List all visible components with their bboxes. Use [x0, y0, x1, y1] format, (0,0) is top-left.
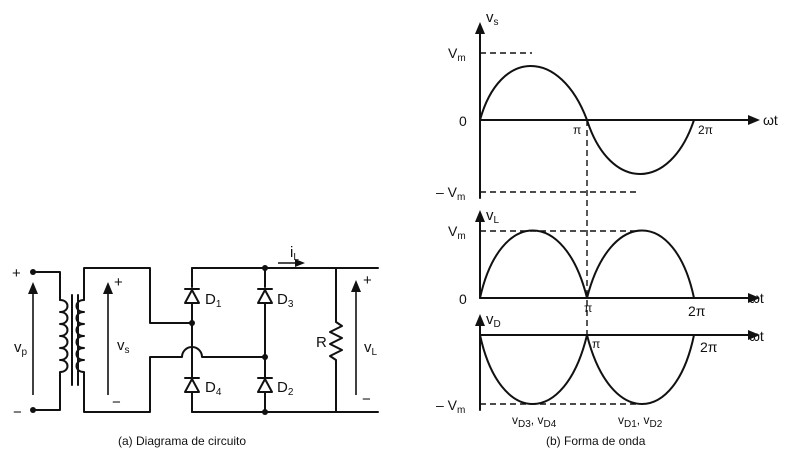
top-junction	[262, 265, 268, 271]
vs-zero-label: 0	[459, 113, 467, 129]
vs-x-arrowhead	[748, 115, 760, 125]
diode-d1: D1	[184, 288, 222, 310]
diode-d4: D4	[184, 377, 222, 398]
load-resistor: R	[316, 267, 343, 413]
vl-2pi-label: 2π	[688, 303, 706, 319]
primary-voltage-label: vp	[14, 339, 28, 358]
waveform-caption: (b) Forma de onda	[546, 434, 646, 448]
vl-ylabel: vL	[486, 207, 500, 226]
svg-text:D4: D4	[205, 379, 222, 398]
vs-pi-label: π	[573, 123, 581, 137]
load-current-label: iL	[290, 244, 299, 263]
vl-pi-label: π	[584, 301, 592, 315]
secondary-voltage-arrowhead	[103, 282, 113, 294]
secondary-minus-sign: −	[112, 394, 121, 411]
vs-x-label: ωt	[763, 112, 778, 128]
bridge-rails: iL	[189, 244, 379, 415]
vd-x-arrowhead	[748, 330, 760, 340]
vl-x-arrowhead	[748, 293, 760, 303]
vd-diode-wave	[479, 334, 695, 405]
primary-voltage-arrowhead	[28, 282, 38, 294]
load-voltage-label: vL	[364, 339, 378, 358]
primary-wire-top	[32, 271, 61, 301]
vd-ylabel: vD	[486, 311, 501, 330]
svg-text:D3: D3	[277, 291, 294, 310]
primary-coil	[59, 299, 69, 383]
svg-text:D1: D1	[205, 291, 222, 310]
secondary-wire-bottom	[83, 346, 266, 413]
vl-zero-label: 0	[459, 291, 467, 307]
panel-vl: vL Vm 0 π 2π ωt	[448, 207, 764, 319]
vs-neg-vm-label: – Vm	[436, 184, 465, 203]
load-voltage: + − vL	[351, 272, 378, 408]
vl-vm-label: Vm	[448, 223, 466, 242]
vd-2pi-label: 2π	[700, 339, 718, 355]
primary-terminals: + − vp	[12, 265, 61, 421]
vd-y-arrowhead	[475, 314, 485, 326]
vs-vm-label: Vm	[448, 45, 466, 64]
secondary-coil	[75, 299, 85, 383]
resistor-label: R	[316, 334, 327, 351]
primary-wire-bottom	[32, 381, 61, 411]
svg-text:D2: D2	[277, 379, 294, 398]
vs-ylabel: vs	[486, 9, 499, 28]
vd-x-label: ωt	[749, 328, 764, 344]
vl-y-arrowhead	[475, 210, 485, 222]
panel-vd: vD – Vm π 2π ωt vD3, vD4 vD1, vD2	[436, 311, 764, 430]
load-plus-sign: +	[363, 272, 372, 289]
load-current-arrowhead	[295, 259, 305, 267]
secondary-wire-top	[83, 267, 193, 324]
vd-pi-label: π	[592, 337, 600, 351]
vl-x-label: ωt	[749, 290, 764, 306]
diode-d2: D2	[257, 377, 294, 398]
vs-sine-wave	[479, 65, 695, 175]
vs-2pi-label: 2π	[698, 123, 713, 137]
secondary-wiring: + − vs	[83, 267, 266, 413]
vd-diode-label-2: vD1, vD2	[618, 413, 663, 430]
panel-vs: vs Vm 0 – Vm π 2π ωt	[436, 9, 778, 203]
circuit-diagram: + − vp + − vs	[12, 244, 379, 448]
load-minus-sign: −	[362, 391, 371, 408]
primary-plus-sign: +	[12, 265, 21, 282]
vd-diode-label-1: vD3, vD4	[512, 413, 557, 430]
primary-minus-sign: −	[13, 404, 22, 421]
secondary-voltage-label: vs	[117, 337, 130, 356]
secondary-plus-sign: +	[114, 274, 123, 291]
diode-d3: D3	[257, 288, 294, 310]
vl-rectified-wave	[479, 229, 695, 299]
load-voltage-arrowhead	[351, 280, 361, 292]
right-junction	[262, 354, 268, 360]
transformer	[59, 294, 85, 386]
waveform-diagram: vs Vm 0 – Vm π 2π ωt vL Vm 0 π 2π ωt	[436, 9, 778, 448]
vs-y-arrowhead	[475, 22, 485, 34]
vd-neg-vm-label: – Vm	[436, 397, 465, 416]
left-junction	[189, 320, 195, 326]
circuit-caption: (a) Diagrama de circuito	[118, 434, 246, 448]
bottom-junction	[262, 409, 268, 415]
